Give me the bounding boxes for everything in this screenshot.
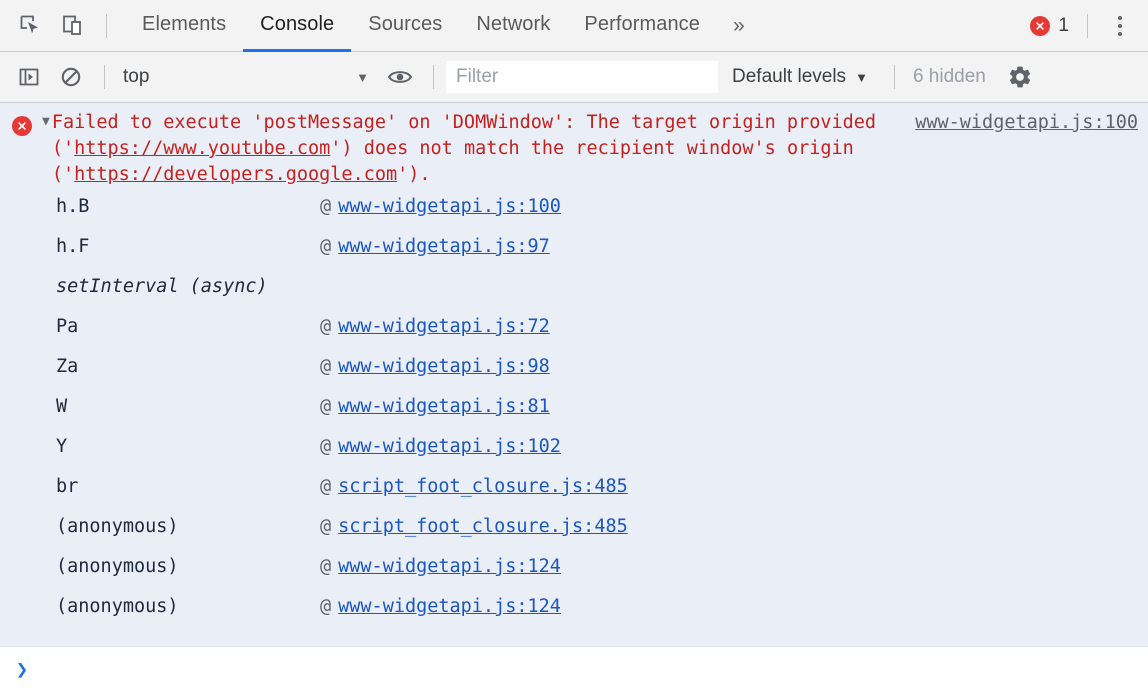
tab-elements[interactable]: Elements: [125, 0, 243, 52]
toolbar-divider: [104, 65, 105, 89]
error-source-link[interactable]: www-widgetapi.js:100: [915, 112, 1138, 133]
stack-frame[interactable]: W @ www-widgetapi.js:81: [0, 396, 1148, 436]
tabbar-right-group: 1: [1024, 0, 1148, 51]
at-separator: @: [320, 436, 332, 457]
stack-frame-function: Y: [56, 436, 68, 457]
stack-frame-function: Pa: [56, 316, 79, 337]
chevron-down-icon: ▼: [855, 69, 868, 85]
execution-context-selector[interactable]: top ▼: [117, 60, 379, 94]
stack-frame-link[interactable]: www-widgetapi.js:100: [338, 196, 561, 217]
chevron-down-icon: ▼: [356, 69, 369, 85]
toolbar-divider: [893, 65, 895, 89]
error-origin-link-1[interactable]: https://www.youtube.com: [74, 138, 331, 159]
more-tabs-icon[interactable]: »: [733, 13, 745, 37]
stack-frame[interactable]: h.F @ www-widgetapi.js:97: [0, 236, 1148, 276]
error-text-part2: ') does not match the recipient window's…: [51, 138, 854, 185]
stack-frame[interactable]: Pa @ www-widgetapi.js:72: [0, 316, 1148, 356]
clear-console-icon[interactable]: [50, 56, 92, 98]
inspect-element-icon[interactable]: [10, 5, 52, 47]
tab-performance-label: Performance: [584, 12, 700, 35]
stack-frame-link[interactable]: script_foot_closure.js:485: [338, 516, 628, 537]
stack-frame[interactable]: br @ script_foot_closure.js:485: [0, 476, 1148, 516]
console-message-list: ▼ Failed to execute 'postMessage' on 'DO…: [0, 103, 1148, 690]
at-separator: @: [320, 396, 332, 417]
error-circle-icon: [12, 116, 32, 136]
stack-frame[interactable]: (anonymous) @ www-widgetapi.js:124: [0, 556, 1148, 596]
at-separator: @: [320, 476, 332, 497]
async-label: setInterval (async): [56, 276, 268, 297]
error-count-badge[interactable]: 1: [1024, 15, 1075, 37]
at-separator: @: [320, 316, 332, 337]
stack-frame-async-marker: setInterval (async): [0, 276, 1148, 316]
stack-frame-function: (anonymous): [56, 596, 179, 617]
stack-frame-function: Za: [56, 356, 79, 377]
live-expression-eye-icon[interactable]: [379, 56, 421, 98]
stack-frame-link[interactable]: www-widgetapi.js:98: [338, 356, 550, 377]
stack-frame-function: h.B: [56, 196, 90, 217]
error-circle-icon: [1030, 15, 1051, 36]
stack-frame-link[interactable]: script_foot_closure.js:485: [338, 476, 628, 497]
stack-frame-function: W: [56, 396, 68, 417]
more-vertical-icon[interactable]: [1100, 6, 1140, 46]
error-origin-link-2[interactable]: https://developers.google.com: [74, 164, 398, 185]
device-toolbar-icon[interactable]: [52, 5, 94, 47]
execution-context-value: top: [123, 66, 150, 87]
settings-gear-icon[interactable]: [998, 55, 1042, 99]
tab-performance[interactable]: Performance: [567, 0, 717, 52]
at-separator: @: [320, 236, 332, 257]
prompt-caret-icon: ❯: [16, 657, 29, 681]
devtools-tab-bar: Elements Console Sources Network Perform…: [0, 0, 1148, 52]
at-separator: @: [320, 196, 332, 217]
at-separator: @: [320, 516, 332, 537]
hidden-messages-label: 6 hidden: [912, 66, 986, 87]
at-separator: @: [320, 596, 332, 617]
tab-sources[interactable]: Sources: [351, 0, 459, 52]
console-error-message[interactable]: ▼ Failed to execute 'postMessage' on 'DO…: [0, 103, 1148, 647]
stack-trace: h.B @ www-widgetapi.js:100 h.F @ www-wid…: [0, 188, 1148, 636]
stack-frame-link[interactable]: www-widgetapi.js:124: [338, 596, 561, 617]
panel-tabs: Elements Console Sources Network Perform…: [125, 0, 717, 52]
stack-frame[interactable]: h.B @ www-widgetapi.js:100: [0, 196, 1148, 236]
stack-frame-link[interactable]: www-widgetapi.js:97: [338, 236, 550, 257]
stack-frame-function: br: [56, 476, 79, 497]
error-message-text: Failed to execute 'postMessage' on 'DOMW…: [52, 109, 905, 188]
error-text-part3: ').: [397, 164, 431, 185]
tab-console[interactable]: Console: [243, 0, 352, 52]
stack-frame-link[interactable]: www-widgetapi.js:81: [338, 396, 550, 417]
stack-frame[interactable]: (anonymous) @ www-widgetapi.js:124: [0, 596, 1148, 636]
stack-frame-function: (anonymous): [56, 556, 179, 577]
tab-network-label: Network: [476, 12, 551, 35]
stack-frame-function: (anonymous): [56, 516, 179, 537]
error-message-header[interactable]: ▼ Failed to execute 'postMessage' on 'DO…: [0, 109, 1148, 188]
toolbar-divider: [106, 13, 107, 38]
at-separator: @: [320, 356, 332, 377]
at-separator: @: [320, 556, 332, 577]
stack-frame[interactable]: (anonymous) @ script_foot_closure.js:485: [0, 516, 1148, 556]
log-levels-selector[interactable]: Default levels ▼: [718, 66, 882, 88]
filter-input[interactable]: [446, 61, 718, 93]
tab-console-label: Console: [260, 12, 335, 35]
error-text-part1: Failed to execute 'postMessage' on 'DOMW…: [51, 112, 877, 159]
console-prompt[interactable]: ❯: [0, 647, 1148, 690]
stack-frame-link[interactable]: www-widgetapi.js:124: [338, 556, 561, 577]
toolbar-divider: [1087, 13, 1088, 38]
tab-sources-label: Sources: [368, 12, 443, 35]
toolbar-divider: [433, 65, 434, 89]
tab-elements-label: Elements: [142, 12, 227, 35]
stack-frame-link[interactable]: www-widgetapi.js:72: [338, 316, 550, 337]
log-levels-label: Default levels: [732, 66, 847, 87]
console-filter-toolbar: top ▼ Default levels ▼ 6 hidden: [0, 52, 1148, 103]
stack-frame[interactable]: Y @ www-widgetapi.js:102: [0, 436, 1148, 476]
stack-frame-link[interactable]: www-widgetapi.js:102: [338, 436, 561, 457]
console-sidebar-toggle-icon[interactable]: [8, 56, 50, 98]
stack-frame[interactable]: Za @ www-widgetapi.js:98: [0, 356, 1148, 396]
tab-network[interactable]: Network: [459, 0, 567, 52]
stack-frame-function: h.F: [56, 236, 90, 257]
disclosure-triangle-icon[interactable]: ▼: [42, 114, 50, 129]
error-count-label: 1: [1058, 14, 1069, 36]
